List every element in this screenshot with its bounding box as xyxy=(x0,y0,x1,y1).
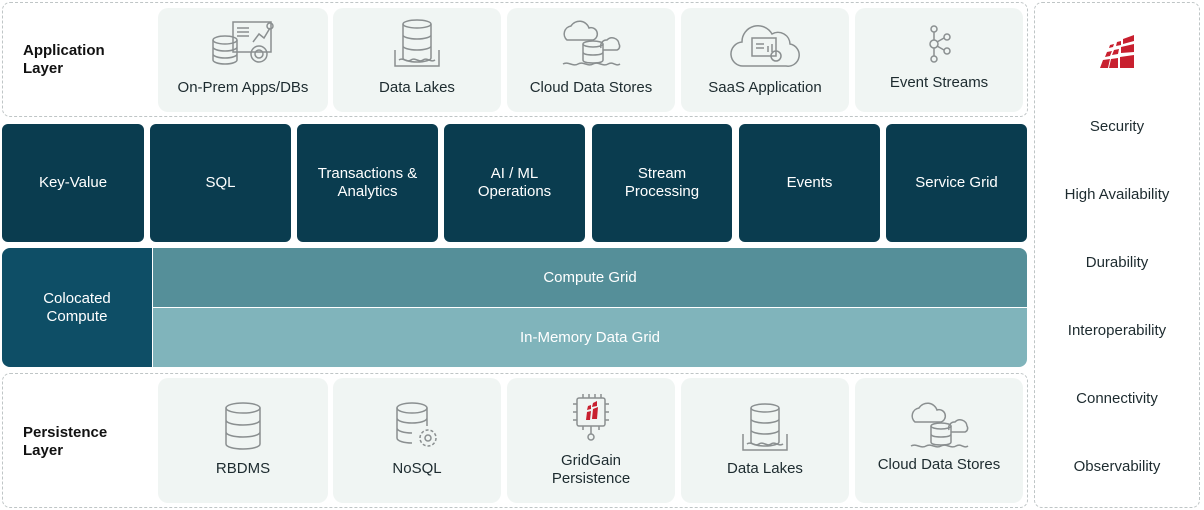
capability-label: Stream xyxy=(637,165,687,182)
feature-high-availability: High Availability xyxy=(1064,186,1170,203)
capability-label: SQL xyxy=(205,174,236,191)
capability-label: Transactions & xyxy=(317,165,418,182)
tile-label: RBDMS xyxy=(215,460,271,477)
feature-interoperability: Interoperability xyxy=(1067,322,1167,339)
gridgain-logo-icon xyxy=(1100,35,1134,68)
app-tile-saas[interactable]: SaaS Application xyxy=(681,8,849,112)
label-line: GridGain xyxy=(560,452,622,469)
features-panel xyxy=(1034,2,1200,508)
compute-grid[interactable]: Compute Grid xyxy=(153,248,1027,307)
app-tile-cloud-data-stores[interactable]: Cloud Data Stores xyxy=(507,8,675,112)
tile-label: NoSQL xyxy=(392,460,442,477)
feature-connectivity: Connectivity xyxy=(1076,390,1158,407)
tile-label: On-Prem Apps/DBs xyxy=(177,79,309,96)
capability-sql[interactable]: SQL xyxy=(150,124,291,242)
label-line: Layer xyxy=(23,442,64,459)
feature-observability: Observability xyxy=(1073,458,1161,475)
capability-label: Events xyxy=(786,174,833,191)
capability-label: Analytics xyxy=(337,183,398,200)
cloud-app-icon xyxy=(730,25,800,67)
capability-label: Processing xyxy=(624,183,700,200)
tile-label: Data Lakes xyxy=(727,460,803,477)
label-line: Persistence xyxy=(551,470,631,487)
database-icon xyxy=(225,402,261,450)
tile-label: Cloud Data Stores xyxy=(877,456,1001,473)
tile-label: SaaS Application xyxy=(708,79,822,96)
database-gear-icon xyxy=(396,402,437,447)
persistence-layer xyxy=(2,373,1028,508)
capability-label: Operations xyxy=(477,183,552,200)
app-tile-event-streams[interactable]: Event Streams xyxy=(855,8,1023,112)
capability-key-value[interactable]: Key-Value xyxy=(2,124,144,242)
database-analytics-icon xyxy=(212,21,274,65)
label-line: Persistence xyxy=(23,424,108,441)
tile-label: Data Lakes xyxy=(379,79,455,96)
persistence-tile-cloud-data-stores[interactable]: Cloud Data Stores xyxy=(855,378,1023,503)
capability-events[interactable]: Events xyxy=(739,124,880,242)
tile-label: Event Streams xyxy=(889,74,989,91)
label-line: Layer xyxy=(23,60,64,77)
chip-icon xyxy=(573,394,609,441)
app-tile-data-lakes[interactable]: Data Lakes xyxy=(333,8,501,112)
app-tile-on-prem[interactable]: On-Prem Apps/DBs xyxy=(158,8,328,112)
application-layer xyxy=(2,2,1028,117)
event-nodes-icon xyxy=(929,25,951,63)
cloud-database-icon xyxy=(910,402,969,448)
persistence-tile-nosql[interactable]: NoSQL xyxy=(333,378,501,503)
persistence-tile-data-lakes[interactable]: Data Lakes xyxy=(681,378,849,503)
capability-service-grid[interactable]: Service Grid xyxy=(886,124,1027,242)
data-lake-icon xyxy=(394,19,440,67)
capability-transactions-analytics[interactable]: Transactions &Analytics xyxy=(297,124,438,242)
feature-security: Security xyxy=(1089,118,1145,135)
cloud-database-icon xyxy=(562,20,621,66)
capability-label: Service Grid xyxy=(915,174,998,191)
label-line: Application xyxy=(23,42,105,59)
tile-label: Cloud Data Stores xyxy=(529,79,653,96)
capability-label: Key-Value xyxy=(38,174,108,191)
label-line: Colocated xyxy=(43,289,111,307)
capability-label: AI / ML xyxy=(490,165,539,182)
persistence-tile-rdbms[interactable]: RBDMS xyxy=(158,378,328,503)
label-line: Compute xyxy=(46,307,108,325)
feature-durability: Durability xyxy=(1085,254,1149,271)
data-lake-icon xyxy=(742,403,788,451)
in-memory-data-grid[interactable]: In-Memory Data Grid xyxy=(153,308,1027,367)
